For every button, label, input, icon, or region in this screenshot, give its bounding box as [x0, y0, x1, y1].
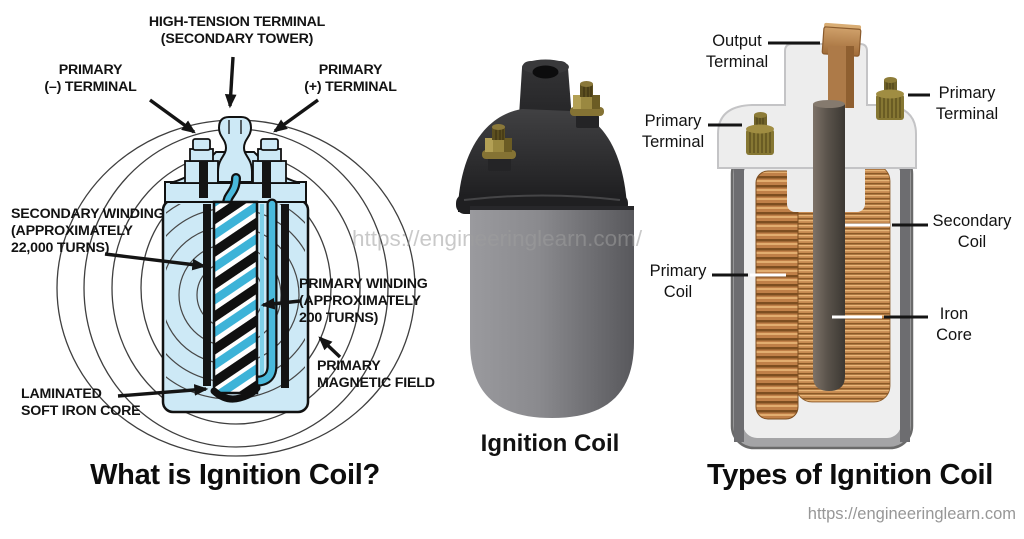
ignition-coil-3d-cutaway [708, 22, 930, 450]
render-core-top [813, 100, 845, 108]
render-terminal-right [876, 77, 904, 120]
tower-contact-lines [228, 120, 242, 134]
secondary-tower [217, 116, 253, 183]
render-cut-edge-left [734, 162, 744, 442]
label-primary-magnetic-field: PRIMARY MAGNETIC FIELD [317, 358, 435, 391]
render-cut-edge-right [900, 162, 910, 442]
photo-terminal-right [570, 81, 604, 128]
label-secondary-winding: SECONDARY WINDING (APPROXIMATELY 22,000 … [11, 206, 165, 256]
label-primary-coil: Primary Coil [649, 262, 707, 302]
terminal-lead-right [262, 162, 271, 198]
terminal-lead-left [199, 162, 208, 198]
primary-lead-bar-right [281, 204, 289, 388]
label-primary-positive-terminal: PRIMARY (+) TERMINAL [304, 62, 397, 95]
label-primary-winding: PRIMARY WINDING (APPROXIMATELY 200 TURNS… [299, 276, 428, 326]
right-panel-title: Types of Ignition Coil [706, 459, 994, 491]
render-iron-core [813, 104, 845, 391]
watermark-bottom-right: https://engineeringlearn.com [807, 505, 1016, 523]
label-primary-terminal-left: Primary Terminal [641, 112, 705, 152]
photo-tower-socket [532, 65, 559, 79]
watermark-center: https://engineeringlearn.com/ [352, 226, 643, 251]
winding-column [210, 200, 261, 403]
render-terminal-left [746, 112, 774, 155]
ignition-coil-cutaway-diagram [56, 56, 416, 457]
label-iron-core: Iron Core [936, 305, 972, 345]
left-panel-title: What is Ignition Coil? [90, 459, 380, 491]
ignition-coil-photo [456, 59, 634, 418]
photo-cap-rim-highlight [463, 194, 621, 201]
render-label-lines-white [750, 223, 890, 319]
label-secondary-coil: Secondary Coil [932, 212, 1012, 252]
render-label-lines-black [708, 41, 930, 319]
render-primary-coil [755, 170, 799, 420]
label-laminated-soft-iron-core: LAMINATED SOFT IRON CORE [21, 386, 141, 419]
secondary-lead-tube [245, 200, 276, 385]
label-primary-negative-terminal: PRIMARY (–) TERMINAL [44, 62, 137, 95]
label-primary-terminal-right: Primary Terminal [935, 84, 999, 124]
middle-panel-caption: Ignition Coil [480, 430, 620, 457]
photo-body [470, 210, 634, 418]
photo-terminal-left [482, 124, 516, 171]
label-output-terminal: Output Terminal [705, 32, 769, 72]
render-copper-strap-shade [846, 46, 854, 108]
secondary-lead-thin [260, 204, 264, 380]
photo-body-seam [470, 206, 634, 213]
label-high-tension-terminal: HIGH-TENSION TERMINAL (SECONDARY TOWER) [148, 14, 326, 47]
annotation-arrows [104, 56, 342, 398]
primary-lead-bar-left [203, 204, 211, 386]
